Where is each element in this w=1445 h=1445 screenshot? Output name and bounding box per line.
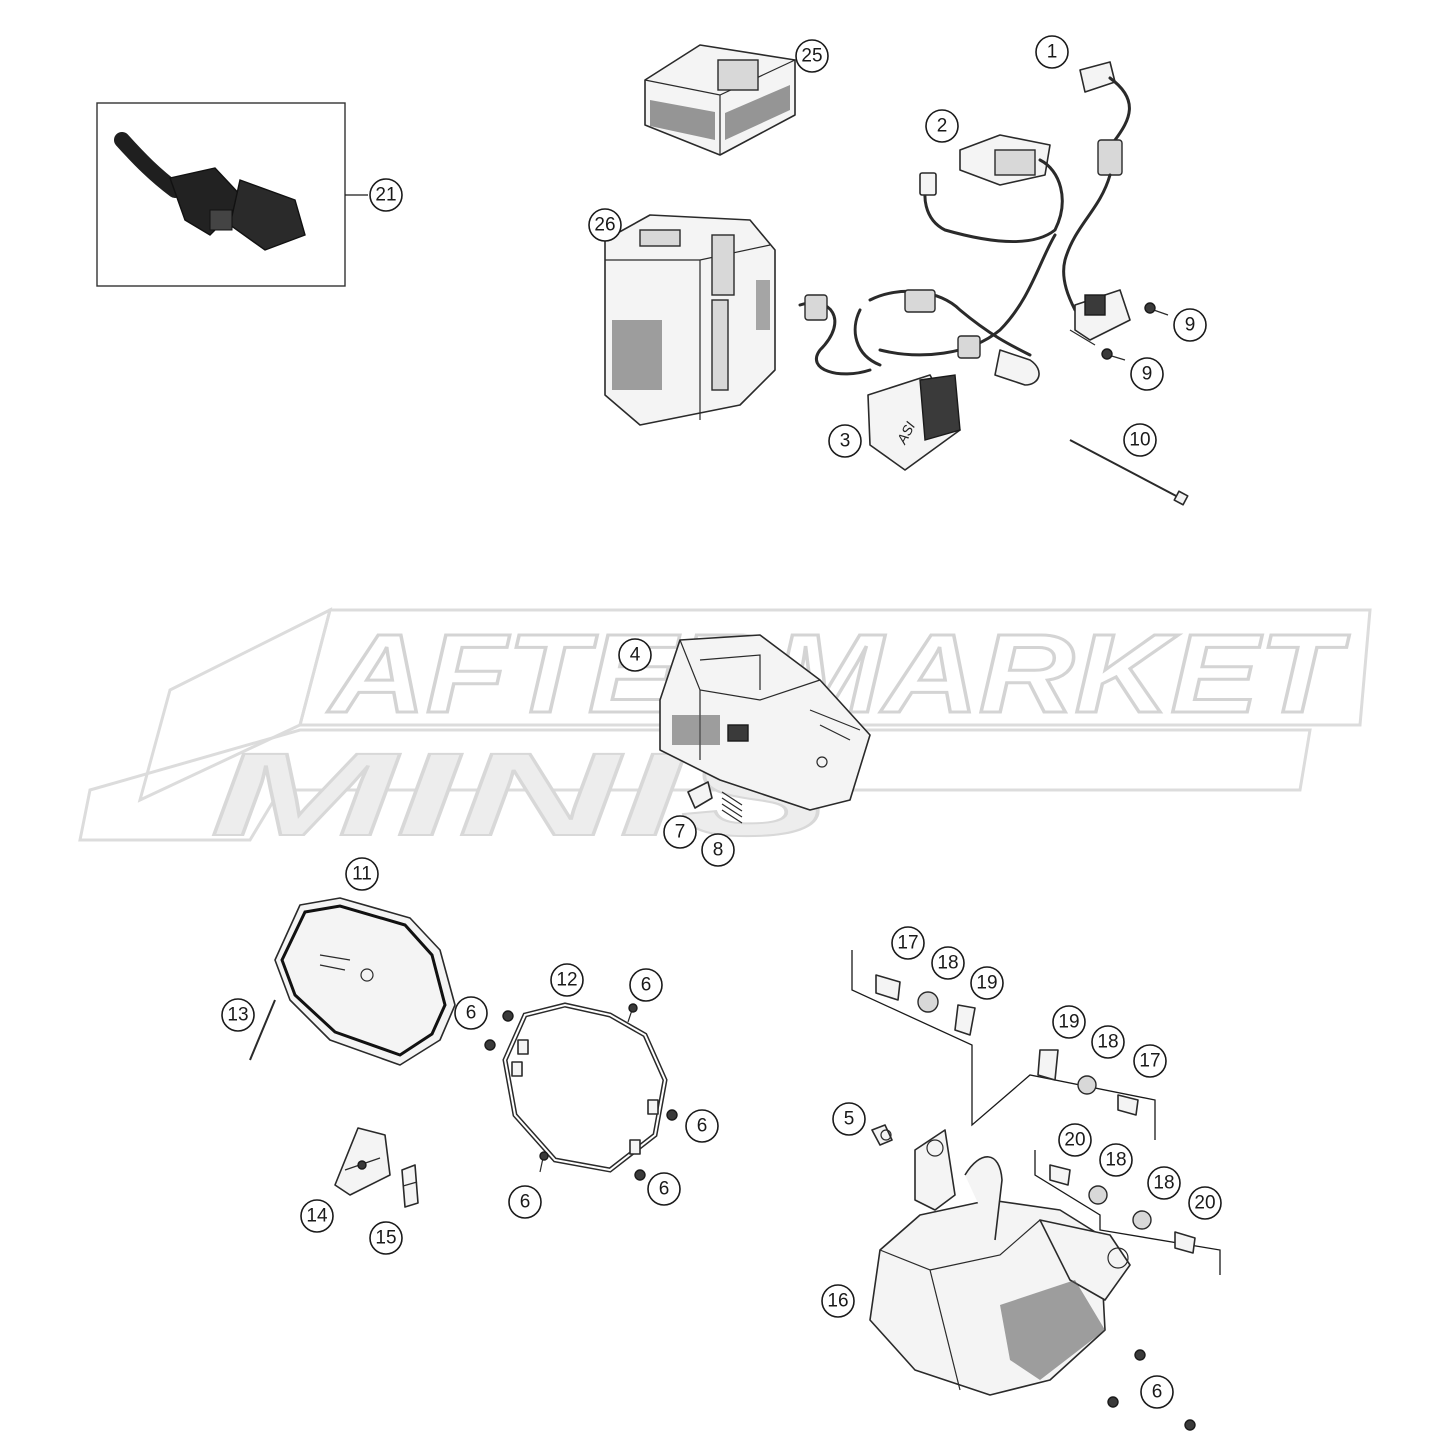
svg-text:16: 16 [827, 1291, 848, 1312]
callout-19-b: 19 [1052, 1005, 1086, 1039]
svg-text:17: 17 [897, 933, 918, 954]
callout-12: 12 [550, 963, 584, 997]
svg-text:20: 20 [1064, 1130, 1085, 1151]
callout-19-a: 19 [970, 966, 1004, 1000]
callout-7: 7 [663, 815, 697, 849]
svg-text:2: 2 [937, 116, 948, 137]
svg-text:6: 6 [1152, 1382, 1163, 1403]
hardware-17-18-19-20 [851, 950, 1221, 1275]
part-13-pin [249, 999, 276, 1061]
part-21-power-cord [96, 102, 368, 287]
callout-18-b: 18 [1091, 1025, 1125, 1059]
svg-text:14: 14 [306, 1206, 328, 1227]
svg-text:10: 10 [1129, 430, 1150, 451]
svg-text:1: 1 [1047, 42, 1058, 63]
callout-6-e: 6 [508, 1185, 542, 1219]
callout-9-b: 9 [1130, 357, 1164, 391]
part-6-screws-cover [484, 1003, 678, 1181]
callout-13: 13 [221, 998, 255, 1032]
svg-text:18: 18 [1105, 1150, 1126, 1171]
svg-text:21: 21 [375, 185, 396, 206]
svg-text:4: 4 [630, 645, 641, 666]
callout-25: 25 [795, 39, 829, 73]
part-9-screws [1101, 302, 1169, 361]
callout-21: 21 [369, 178, 403, 212]
svg-text:6: 6 [466, 1003, 477, 1024]
callout-20-a: 20 [1058, 1123, 1092, 1157]
svg-text:18: 18 [1153, 1173, 1174, 1194]
callout-6-f: 6 [1140, 1375, 1174, 1409]
callout-14: 14 [300, 1199, 334, 1233]
callout-18-c: 18 [1099, 1143, 1133, 1177]
svg-text:7: 7 [675, 822, 686, 843]
callout-20-b: 20 [1188, 1186, 1222, 1220]
part-15-fuse [401, 1164, 419, 1208]
callout-15: 15 [369, 1221, 403, 1255]
svg-text:11: 11 [352, 864, 372, 885]
part-6-screws-motor [1107, 1349, 1196, 1431]
callout-17-b: 17 [1133, 1044, 1167, 1078]
callout-16: 16 [821, 1284, 855, 1318]
svg-text:17: 17 [1139, 1051, 1160, 1072]
svg-text:12: 12 [556, 970, 577, 991]
part-16-motor [869, 1129, 1131, 1396]
callout-18-d: 18 [1147, 1166, 1181, 1200]
callout-9-a: 9 [1173, 308, 1207, 342]
callout-1: 1 [1035, 35, 1069, 69]
part-5-bushing [871, 1124, 893, 1146]
part-14-bracket [334, 1127, 391, 1196]
callout-17-a: 17 [891, 926, 925, 960]
part-25-charger [644, 44, 796, 156]
callout-6-a: 6 [454, 996, 488, 1030]
svg-text:6: 6 [641, 975, 652, 996]
part-7-8-fitting-spring [687, 781, 743, 824]
svg-text:19: 19 [1058, 1012, 1079, 1033]
svg-text:6: 6 [697, 1116, 708, 1137]
callout-6-c: 6 [685, 1109, 719, 1143]
callout-26: 26 [588, 208, 622, 242]
svg-text:26: 26 [594, 215, 615, 236]
svg-text:18: 18 [937, 953, 958, 974]
callout-3: 3 [828, 424, 862, 458]
svg-text:9: 9 [1142, 364, 1153, 385]
svg-text:13: 13 [227, 1005, 248, 1026]
callout-10: 10 [1123, 423, 1157, 457]
part-11-cover [274, 897, 456, 1066]
callout-2: 2 [925, 109, 959, 143]
callout-5: 5 [832, 1102, 866, 1136]
part-4-controller [659, 634, 871, 811]
callout-4: 4 [618, 638, 652, 672]
svg-text:20: 20 [1194, 1193, 1215, 1214]
svg-text:18: 18 [1097, 1032, 1118, 1053]
svg-text:8: 8 [713, 840, 724, 861]
callout-8: 8 [701, 833, 735, 867]
part-12-gasket [502, 1002, 668, 1173]
svg-text:6: 6 [520, 1192, 531, 1213]
svg-text:19: 19 [976, 973, 997, 994]
svg-text:25: 25 [801, 46, 822, 67]
callout-6-b: 6 [629, 968, 663, 1002]
svg-text:5: 5 [844, 1109, 855, 1130]
callout-6-d: 6 [647, 1172, 681, 1206]
callout-11: 11 [345, 857, 379, 891]
callout-18-a: 18 [931, 946, 965, 980]
part-26-battery [604, 214, 776, 426]
part-1-2-3-harness: ASI [798, 61, 1131, 471]
svg-text:15: 15 [375, 1228, 396, 1249]
svg-text:9: 9 [1185, 315, 1196, 336]
part-10-cable-tie [1069, 439, 1189, 506]
svg-text:3: 3 [840, 431, 851, 452]
svg-text:6: 6 [659, 1179, 670, 1200]
